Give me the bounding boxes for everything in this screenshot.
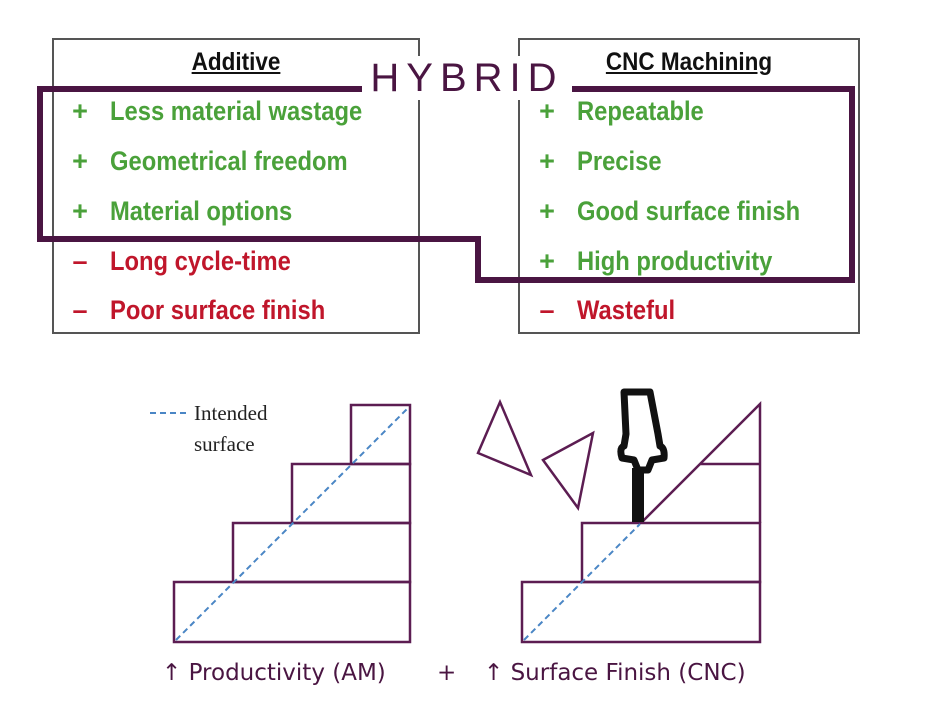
layer-1 [172,580,412,644]
cnc-item-text: Wasteful [577,295,676,325]
machined-layer [640,400,762,524]
cnc-staircase [520,400,762,644]
additive-item-text: Poor surface finish [110,295,326,325]
layer-3 [290,462,412,525]
hybrid-label: HYBRID [362,56,572,100]
layer-2 [580,521,762,584]
legend-label-line1: Intended [194,401,268,425]
plus-caption: + [437,660,457,686]
surface-finish-caption: ↑ Surface Finish (CNC) [484,660,746,686]
removed-chip [541,430,595,512]
additive-title: Additive [191,48,281,76]
minus-sign: – [539,295,555,325]
milling-tool-icon [617,388,668,522]
cnc-title: CNC Machining [605,48,773,76]
productivity-caption: ↑ Productivity (AM) [162,660,386,686]
layer-4 [349,403,412,466]
minus-sign: – [72,295,88,325]
intended-surface-line [175,406,410,641]
layer-1 [520,580,762,644]
removed-chip [476,398,534,478]
additive-staircase [172,403,412,644]
intended-surface-line [523,523,641,641]
layer-2 [231,521,412,584]
legend-label-line2: surface [194,432,255,456]
